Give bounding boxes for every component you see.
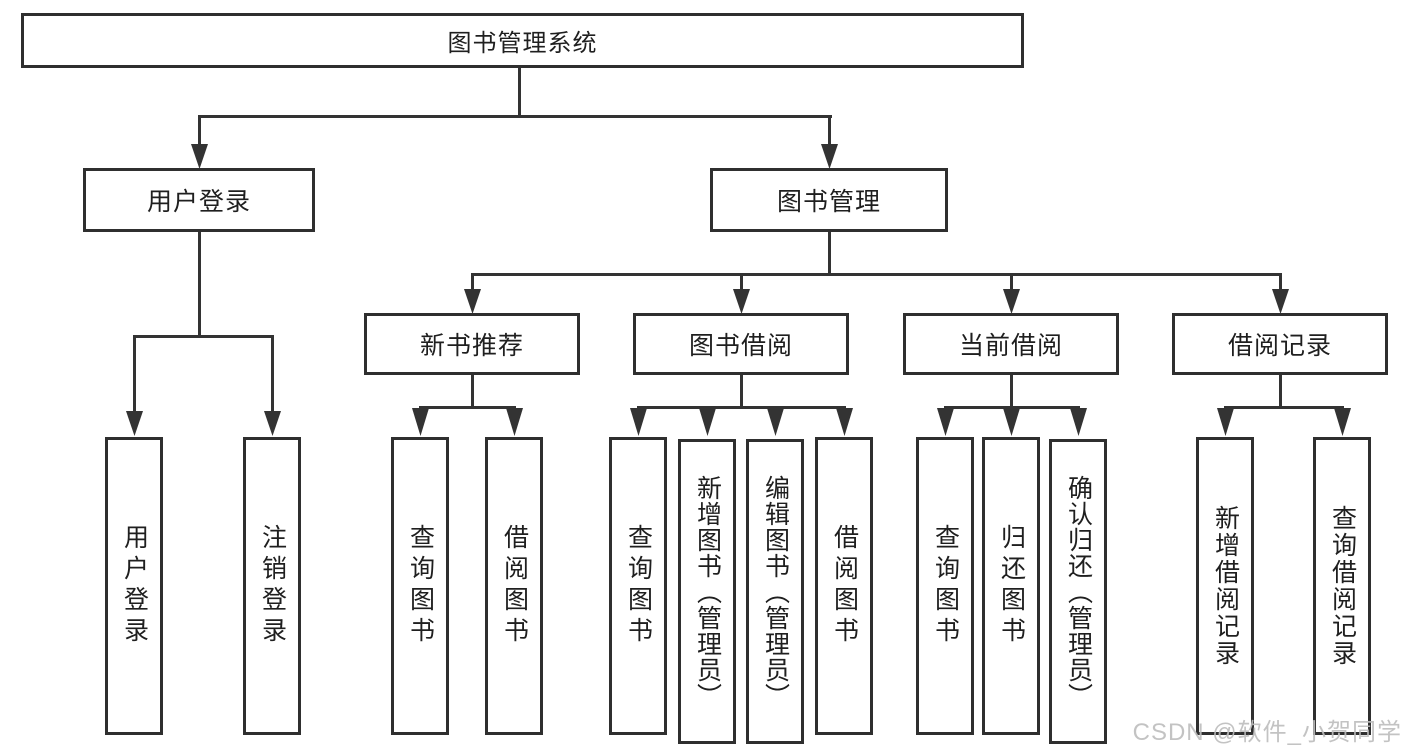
leaf-query-borrow-record: 查询借阅记录	[1313, 437, 1371, 735]
connector-login-stem	[198, 232, 201, 338]
arrowhead-down-icon	[937, 408, 954, 436]
node-label: 新书推荐	[419, 332, 524, 360]
connector-g4-branch	[944, 406, 1080, 409]
node-label: 新增借阅记录	[1211, 505, 1240, 667]
arrowhead-down-icon	[264, 411, 281, 436]
arrowhead-down-icon	[412, 408, 429, 436]
leaf-query-books: 查询图书	[391, 437, 449, 735]
arrowhead-down-icon	[699, 408, 716, 436]
connector-group-stem	[1010, 375, 1013, 409]
csdn-watermark: CSDN @软件_小贺同学	[1132, 719, 1402, 746]
connector-arrow-stem	[1010, 273, 1013, 292]
connector-arrow-stem	[740, 273, 743, 292]
node-user-login: 用户登录	[83, 168, 315, 232]
node-label: 用户登录	[120, 524, 149, 648]
connector-g2-branch	[419, 406, 516, 409]
arrowhead-down-icon	[506, 408, 523, 436]
leaf-query-books: 查询图书	[916, 437, 974, 735]
connector-l2-branch	[198, 115, 832, 118]
connector-l3-branch	[471, 273, 1281, 276]
connector-root-stem	[518, 68, 521, 118]
connector-arrow-stem	[471, 273, 474, 292]
leaf-add-book-admin: 新增图书（管理员）	[678, 439, 736, 744]
leaf-borrow-books: 借阅图书	[815, 437, 873, 735]
connector-g1-branch	[133, 335, 274, 338]
connector-g5-branch	[1224, 406, 1344, 409]
node-label: 借阅图书	[500, 524, 529, 648]
node-label: 图书管理	[776, 188, 881, 216]
leaf-query-books: 查询图书	[609, 437, 667, 735]
node-label: 图书管理系统	[447, 30, 598, 57]
node-label: 查询借阅记录	[1328, 505, 1357, 667]
node-book-management: 图书管理	[710, 168, 948, 232]
leaf-borrow-books: 借阅图书	[485, 437, 543, 735]
connector-arrow-stem	[1279, 273, 1282, 292]
node-label: 图书借阅	[688, 332, 793, 360]
arrowhead-down-icon	[1217, 408, 1234, 436]
arrowhead-down-icon	[1070, 408, 1087, 436]
arrowhead-down-icon	[1272, 289, 1289, 314]
node-label: 新增图书（管理员）	[693, 474, 722, 709]
node-label: 当前借阅	[958, 332, 1063, 360]
node-book-borrowing: 图书借阅	[633, 313, 849, 375]
connector-arrow-stem	[828, 115, 831, 146]
connector-arrow-stem	[133, 335, 136, 413]
node-label: 编辑图书（管理员）	[761, 474, 790, 709]
leaf-return-book: 归还图书	[982, 437, 1040, 735]
node-label: 借阅记录	[1227, 332, 1332, 360]
connector-group-stem	[740, 375, 743, 409]
arrowhead-down-icon	[126, 411, 143, 436]
node-label: 查询图书	[406, 524, 435, 648]
arrowhead-down-icon	[630, 408, 647, 436]
arrowhead-down-icon	[1334, 408, 1351, 436]
node-label: 归还图书	[997, 524, 1026, 648]
arrowhead-down-icon	[767, 408, 784, 436]
node-label: 注销登录	[258, 524, 287, 648]
node-label: 借阅图书	[830, 524, 859, 648]
connector-arrow-stem	[198, 115, 201, 146]
connector-g3-branch	[637, 406, 846, 409]
arrowhead-down-icon	[821, 144, 838, 169]
arrowhead-down-icon	[733, 289, 750, 314]
leaf-edit-book-admin: 编辑图书（管理员）	[746, 439, 804, 744]
arrowhead-down-icon	[836, 408, 853, 436]
leaf-confirm-return-admin: 确认归还（管理员）	[1049, 439, 1107, 744]
arrowhead-down-icon	[191, 144, 208, 169]
arrowhead-down-icon	[464, 289, 481, 314]
connector-mgmt-stem	[828, 232, 831, 276]
node-label: 查询图书	[624, 524, 653, 648]
connector-group-stem	[471, 375, 474, 409]
leaf-logout: 注销登录	[243, 437, 301, 735]
node-label: 用户登录	[146, 188, 251, 216]
node-label: 确认归还（管理员）	[1064, 474, 1093, 709]
node-root: 图书管理系统	[21, 13, 1024, 68]
connector-arrow-stem	[271, 335, 274, 413]
node-borrowing-records: 借阅记录	[1172, 313, 1388, 375]
arrowhead-down-icon	[1003, 289, 1020, 314]
node-current-borrowing: 当前借阅	[903, 313, 1119, 375]
leaf-add-borrow-record: 新增借阅记录	[1196, 437, 1254, 735]
arrowhead-down-icon	[1003, 408, 1020, 436]
node-label: 查询图书	[931, 524, 960, 648]
leaf-user-login: 用户登录	[105, 437, 163, 735]
connector-group-stem	[1279, 375, 1282, 409]
node-new-book-recommend: 新书推荐	[364, 313, 580, 375]
